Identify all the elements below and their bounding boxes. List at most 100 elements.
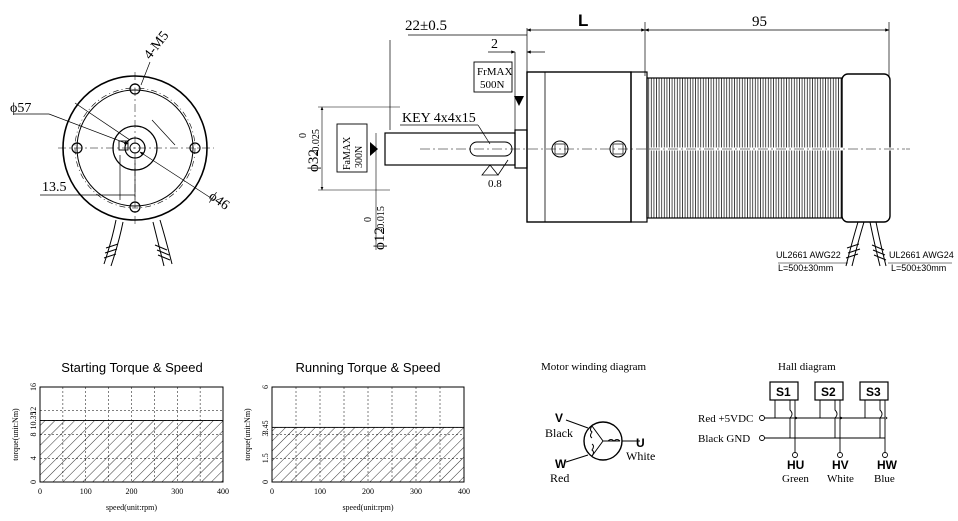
hall-hw-color: Blue bbox=[874, 473, 895, 485]
x-tick-label: 400 bbox=[458, 487, 470, 496]
hall-s1-box bbox=[769, 381, 799, 401]
cable2-line1: UL2661 AWG24 bbox=[889, 250, 954, 260]
gearbox-screw-1 bbox=[551, 140, 569, 158]
winding-coils bbox=[591, 425, 620, 457]
dim-holes-text: 4-M5 bbox=[141, 29, 172, 63]
dim-pcd-text: ϕ46 bbox=[206, 189, 232, 214]
dim-outer-text: ϕ57 bbox=[10, 101, 31, 116]
side-cables bbox=[845, 221, 887, 267]
key-label: KEY 4x4x15 bbox=[402, 111, 476, 126]
y-axis-label: torque(unit:Nm) bbox=[243, 408, 252, 461]
hall-title: Hall diagram bbox=[778, 361, 836, 373]
d32-tol-lower: -0.025 bbox=[311, 129, 322, 155]
key-slot bbox=[118, 140, 129, 151]
x-axis-label: speed(unit:rpm) bbox=[342, 503, 393, 512]
running-torque-chart: Running Torque & Speed 0 1.5 33.45 6 0 100 200 3… bbox=[243, 360, 470, 512]
plot-frame bbox=[271, 386, 465, 483]
famax-label: FaMAX bbox=[342, 136, 353, 170]
d32-tol-upper: 0 bbox=[298, 133, 309, 138]
x-tick-label: 100 bbox=[80, 487, 92, 496]
leader-pcd bbox=[139, 151, 215, 201]
side-view: 22±0.5 L 95 2 FrMAX 500N FaMAX 300N KEY … bbox=[298, 11, 954, 273]
y-tick-label: 0 bbox=[29, 480, 38, 484]
winding-u: U bbox=[636, 436, 645, 450]
y-tick-label: 3 bbox=[261, 433, 270, 437]
d32-main: ϕ32 bbox=[306, 149, 322, 172]
gearbox bbox=[526, 71, 632, 223]
leader-holes bbox=[140, 61, 151, 86]
d12-main: ϕ12 bbox=[372, 227, 388, 250]
roughness-text: 0.8 bbox=[488, 178, 502, 190]
cable1-line1: UL2661 AWG22 bbox=[776, 250, 841, 260]
chart-title: Running Torque & Speed bbox=[295, 360, 440, 375]
dim-offset-text: 13.5 bbox=[42, 180, 67, 195]
hall-hu-color: Green bbox=[782, 473, 809, 485]
cable1-line2: L=500±30mm bbox=[778, 263, 833, 273]
dim-motor-len-text: 95 bbox=[752, 14, 767, 30]
x-tick-label: 200 bbox=[126, 487, 138, 496]
dim-shaft-len-text: 22±0.5 bbox=[405, 18, 447, 34]
gearbox-screw-2 bbox=[609, 140, 627, 158]
hall-hu: HU bbox=[787, 458, 804, 472]
hall-s2: S2 bbox=[821, 385, 836, 399]
frmax-box bbox=[473, 61, 513, 93]
winding-title: Motor winding diagram bbox=[541, 361, 647, 373]
famax-arrow bbox=[370, 142, 378, 156]
winding-w: W bbox=[555, 457, 567, 471]
adapter-plate bbox=[630, 71, 648, 223]
y-tick-label: 10.35 bbox=[29, 412, 38, 430]
leader-outer-3 bbox=[74, 102, 131, 141]
hall-diagram: Hall diagram S1 S2 S3 Red +5VDC Black GN… bbox=[698, 361, 898, 485]
x-tick-label: 0 bbox=[270, 487, 274, 496]
x-tick-label: 300 bbox=[410, 487, 422, 496]
y-tick-label: 8 bbox=[29, 433, 38, 437]
d12-tol-upper: 0 bbox=[363, 217, 374, 222]
x-tick-label: 200 bbox=[362, 487, 374, 496]
hall-s1: S1 bbox=[776, 385, 791, 399]
frmax-arrow bbox=[514, 96, 524, 106]
y-tick-label: 4 bbox=[29, 456, 38, 460]
famax-box bbox=[336, 123, 368, 173]
hall-s3-box bbox=[859, 381, 889, 401]
x-tick-label: 400 bbox=[217, 487, 229, 496]
x-tick-label: 300 bbox=[171, 487, 183, 496]
hall-hv: HV bbox=[832, 458, 849, 472]
leader-outer-2 bbox=[48, 113, 129, 145]
x-axis-label: speed(unit:rpm) bbox=[106, 503, 157, 512]
hall-hv-color: White bbox=[827, 473, 854, 485]
hall-s3: S3 bbox=[866, 385, 881, 399]
plot-frame bbox=[39, 386, 224, 483]
dim-L-text: L bbox=[578, 11, 588, 30]
d12-tol-lower: -0.015 bbox=[376, 206, 387, 232]
y-tick-label: 3.45 bbox=[261, 420, 270, 434]
frmax-value: 500N bbox=[480, 79, 505, 91]
cable2-line2: L=500±30mm bbox=[891, 263, 946, 273]
hall-black-line: Black GND bbox=[698, 433, 750, 445]
roughness-symbol bbox=[481, 164, 499, 176]
front-cables bbox=[103, 219, 173, 267]
famax-value: 300N bbox=[354, 146, 365, 168]
winding-v-color: Black bbox=[545, 426, 573, 440]
y-tick-label: 0 bbox=[261, 480, 270, 484]
y-tick-label: 1.5 bbox=[261, 453, 270, 463]
winding-w-color: Red bbox=[550, 471, 569, 485]
winding-diagram: Motor winding diagram V Black U White W … bbox=[541, 361, 655, 485]
hall-red-line: Red +5VDC bbox=[698, 413, 753, 425]
y-tick-label: 16 bbox=[29, 383, 38, 391]
hall-hw: HW bbox=[877, 458, 898, 472]
leader-pcd-2 bbox=[151, 119, 176, 146]
y-tick-label: 12 bbox=[29, 407, 38, 415]
winding-v: V bbox=[555, 411, 563, 425]
front-view: 4-M5 ϕ57 ϕ46 13.5 bbox=[10, 29, 232, 267]
shaft-key bbox=[469, 141, 513, 157]
x-tick-label: 100 bbox=[314, 487, 326, 496]
y-axis-label: torque(unit:Nm) bbox=[11, 408, 20, 461]
dim-2-text: 2 bbox=[491, 37, 498, 52]
y-tick-label: 6 bbox=[261, 385, 270, 389]
winding-u-color: White bbox=[626, 449, 655, 463]
frmax-label: FrMAX bbox=[477, 66, 513, 78]
x-tick-label: 0 bbox=[38, 487, 42, 496]
chart-title: Starting Torque & Speed bbox=[61, 360, 202, 375]
